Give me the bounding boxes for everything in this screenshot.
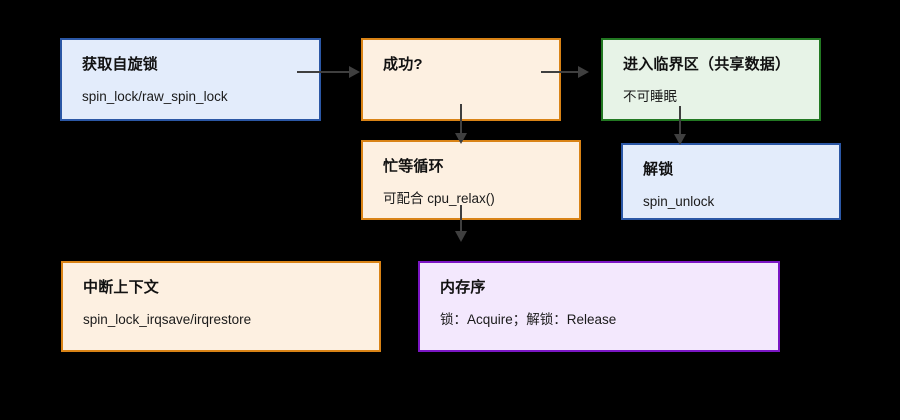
connector-line <box>460 205 462 231</box>
node-title: 成功? <box>383 56 423 73</box>
node-title: 忙等循环 <box>383 158 444 175</box>
node-busy-wait-loop[interactable]: 忙等循环可配合 cpu_relax() <box>361 140 581 220</box>
node-subtitle: spin_lock_irqsave/irqrestore <box>83 312 252 327</box>
node-title: 内存序 <box>440 279 486 296</box>
connector-success-to-critical <box>541 66 589 78</box>
node-acquire-spinlock[interactable]: 获取自旋锁 spin_lock/raw_spin_lock <box>60 38 321 121</box>
node-unlock[interactable]: 解锁 spin_unlock <box>621 143 841 220</box>
connector-line <box>679 106 681 134</box>
node-subtitle: 不可睡眠 <box>623 89 677 104</box>
node-memory-order[interactable]: 内存序锁：Acquire；解锁：Release <box>418 261 780 352</box>
arrowhead-icon <box>455 231 467 242</box>
node-title: 获取自旋锁 <box>82 56 159 73</box>
node-subtitle: spin_unlock <box>643 194 715 209</box>
arrowhead-icon <box>578 66 589 78</box>
connector-acquire-to-success <box>297 66 360 78</box>
node-subtitle: spin_lock/raw_spin_lock <box>82 89 228 104</box>
connector-line <box>297 71 349 73</box>
arrowhead-icon <box>349 66 360 78</box>
arrowhead-icon <box>455 133 467 144</box>
node-subtitle: 可配合 cpu_relax() <box>383 191 495 206</box>
connector-line <box>460 104 462 133</box>
connector-success-to-busywait <box>455 104 467 144</box>
arrowhead-icon <box>674 134 686 145</box>
connector-busywait-to-memoryorder <box>455 205 467 242</box>
node-title: 解锁 <box>643 161 674 178</box>
connector-line <box>541 71 578 73</box>
node-interrupt-context[interactable]: 中断上下文 spin_lock_irqsave/irqrestore <box>61 261 381 352</box>
node-critical-section[interactable]: 进入临界区（共享数据） 不可睡眠 <box>601 38 821 121</box>
node-subtitle: 锁：Acquire；解锁：Release <box>440 312 617 327</box>
node-title: 进入临界区（共享数据） <box>623 56 791 73</box>
connector-critical-to-unlock <box>674 106 686 145</box>
node-title: 中断上下文 <box>83 279 160 296</box>
